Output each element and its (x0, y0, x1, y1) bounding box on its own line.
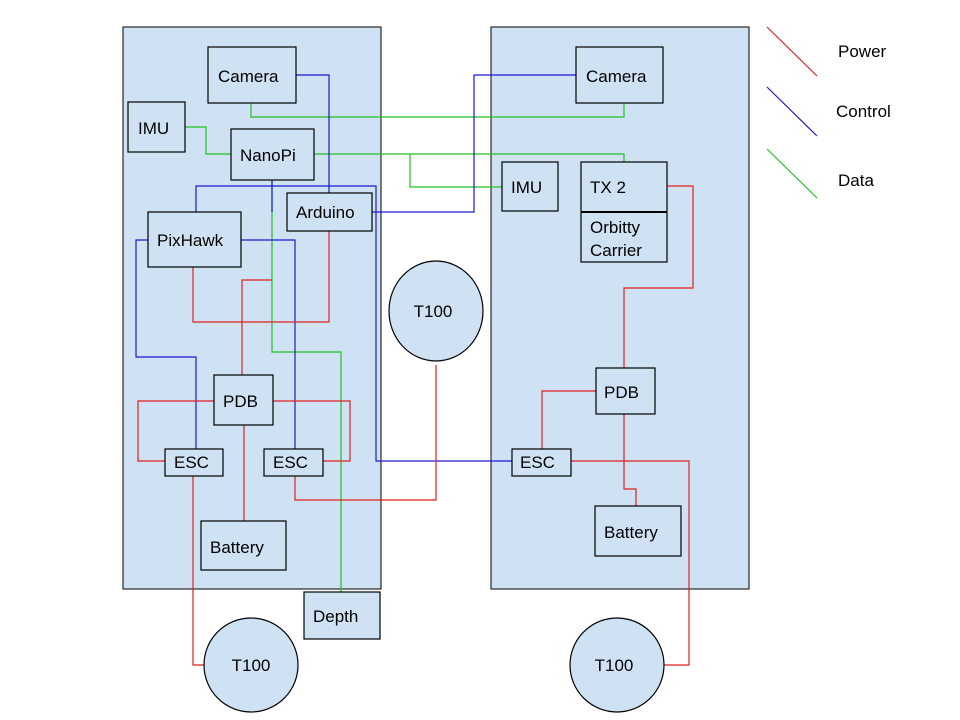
tx2-box: TX 2 Orbitty Carrier (580, 161, 668, 263)
depth-sensor-box: Depth (303, 591, 381, 640)
right-imu-box: IMU (501, 161, 559, 212)
middle-t100-label: T100 (414, 302, 453, 321)
left-esc-b-label: ESC (273, 453, 308, 472)
right-camera-box: Camera (575, 46, 664, 104)
nanopi-label: NanoPi (240, 146, 296, 165)
legend-power-label: Power (838, 42, 887, 61)
right-t100-thruster: T100 (569, 617, 665, 713)
left-t100-label: T100 (232, 656, 271, 675)
left-battery-box: Battery (200, 520, 287, 571)
nanopi-box: NanoPi (230, 128, 315, 181)
left-pdb-box: PDB (213, 374, 274, 426)
left-t100-thruster: T100 (203, 617, 299, 713)
pixhawk-box: PixHawk (147, 211, 242, 268)
right-camera-label: Camera (586, 67, 647, 86)
middle-t100-thruster: T100 (388, 260, 484, 362)
depth-label: Depth (313, 607, 358, 626)
orbitty-carrier-line1: Orbitty (590, 218, 641, 237)
left-esc-a-box: ESC (164, 448, 224, 477)
left-esc-a-label: ESC (174, 453, 209, 472)
legend-power-swatch (766, 26, 818, 77)
legend-data-label: Data (838, 171, 874, 190)
right-pdb-label: PDB (604, 383, 639, 402)
arduino-box: Arduino (286, 192, 373, 232)
right-esc-label: ESC (520, 453, 555, 472)
left-pdb-label: PDB (223, 392, 258, 411)
left-battery-label: Battery (210, 538, 264, 557)
power-wires (137, 185, 694, 666)
control-wires (135, 74, 576, 462)
right-battery-label: Battery (604, 523, 658, 542)
pixhawk-label: PixHawk (157, 231, 224, 250)
legend-data-swatch (766, 148, 818, 199)
tx2-label: TX 2 (590, 178, 626, 197)
left-camera-label: Camera (218, 67, 279, 86)
right-t100-label: T100 (595, 656, 634, 675)
right-battery-box: Battery (594, 505, 682, 557)
legend: Power Control Data (766, 26, 891, 199)
legend-control-swatch (766, 86, 818, 137)
legend-control-label: Control (836, 102, 891, 121)
arduino-label: Arduino (296, 203, 355, 222)
left-imu-label: IMU (138, 119, 169, 138)
left-esc-b-box: ESC (263, 448, 324, 477)
right-imu-label: IMU (511, 178, 542, 197)
orbitty-carrier-line2: Carrier (590, 241, 642, 260)
data-wires (185, 103, 625, 592)
right-esc-box: ESC (511, 448, 572, 477)
left-imu-box: IMU (127, 101, 186, 153)
left-camera-box: Camera (207, 46, 297, 104)
right-hull-panel (490, 26, 750, 590)
right-pdb-box: PDB (595, 367, 656, 415)
